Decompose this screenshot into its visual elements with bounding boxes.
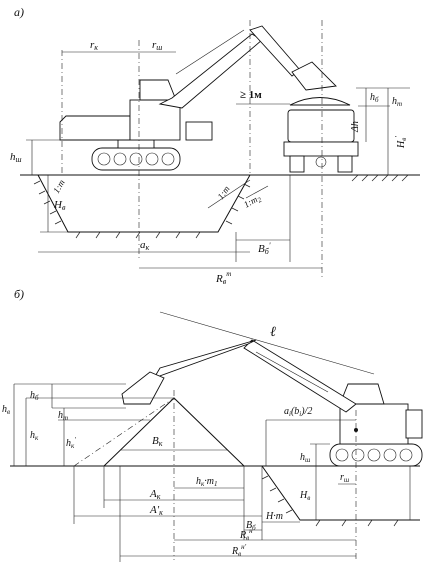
label-hm: H·m <box>265 511 283 522</box>
excavator-a-bucket <box>291 61 337 91</box>
label-slope2: 1:m2 <box>242 192 264 211</box>
label-bb: Bб' <box>258 241 271 256</box>
label-rvn: Rвн <box>239 527 253 542</box>
truck-a-axle <box>315 156 327 168</box>
pit-hatch-b <box>261 475 399 527</box>
label-hv: Hв <box>53 199 66 212</box>
pit-b <box>261 465 420 521</box>
truck-a-body <box>287 109 355 143</box>
excavator-a-counterweight <box>59 115 131 141</box>
excavator-b-counterweight <box>405 409 423 439</box>
excavator-b-boom <box>243 339 357 413</box>
trench-hatch-a <box>33 180 251 239</box>
label-rvn2: Rвн' <box>231 543 247 558</box>
spoil-pile-dashed <box>73 397 175 467</box>
excavator-a-turntable <box>117 139 155 149</box>
panel-a-label: а) <box>14 5 24 19</box>
excavator-b-cab <box>339 383 385 405</box>
label-ht: hт <box>392 96 402 108</box>
slope-right-leader <box>207 179 251 209</box>
label-rv: Rвт <box>215 270 231 286</box>
excavator-a-arm <box>249 25 301 77</box>
label-bb-b: Bб <box>246 520 256 532</box>
excavator-b-track <box>329 443 423 467</box>
label-rsh: rш <box>152 39 162 52</box>
truck-a-wheel-right <box>337 155 353 173</box>
label-hb: hб <box>370 92 379 104</box>
excavator-a-track-links <box>97 152 175 166</box>
label-slope1: 1:m <box>51 177 67 195</box>
panel-b: б) <box>2 287 423 562</box>
label-hk: hк <box>30 430 39 442</box>
label-ht-b: hт <box>58 410 68 422</box>
excavator-b-bucket <box>121 371 165 405</box>
ground-hatch-a <box>351 174 409 182</box>
excavator-b-hydraulic <box>255 351 329 393</box>
trench-a <box>37 174 251 233</box>
label-hb-b: hб <box>30 390 39 402</box>
label-hv-prime: Hв' <box>394 136 408 149</box>
panel-b-label: б) <box>14 287 24 301</box>
truck-a-chassis <box>283 141 359 157</box>
label-slope-right: 1:m <box>215 184 232 202</box>
excavator-a-cab-step <box>185 121 213 141</box>
label-rsh-b: rш <box>340 472 350 484</box>
label-hk-m1: hк·m1 <box>196 476 218 488</box>
slope2-leader <box>245 185 269 199</box>
excavator-a-cab <box>139 79 177 101</box>
label-ai: ai(bi)/2 <box>284 406 312 418</box>
excavator-b-pivot <box>354 428 358 432</box>
label-min-gap: ≥ 1м <box>240 89 262 101</box>
excavator-b-house <box>339 403 409 445</box>
truck-a-wheel-left <box>289 155 305 173</box>
label-boom-l: ℓ <box>270 325 276 340</box>
excavator-a-house <box>129 99 181 141</box>
label-hk-prime: hк' <box>66 436 76 450</box>
label-hpit: Hв <box>299 490 310 502</box>
excavator-a <box>59 25 337 171</box>
label-delta-h: Δh <box>350 121 361 133</box>
panel-a: а) <box>10 5 420 286</box>
label-hsh-b: hш <box>300 452 311 464</box>
excavator-b <box>121 339 423 467</box>
truck-a-load <box>289 97 351 106</box>
excavator-b-track-links <box>335 448 413 462</box>
excavator-b-arm <box>152 339 257 379</box>
label-ak: aк <box>140 239 150 252</box>
label-hsh: hш <box>10 151 22 164</box>
label-ak-b: Aк <box>149 488 161 501</box>
boom-length-dim <box>159 311 375 375</box>
label-hv-b: hв <box>2 404 10 416</box>
label-rk: rк <box>90 39 98 52</box>
excavator-a-track <box>91 147 181 171</box>
label-ak-prime: A'к <box>149 504 163 517</box>
excavator-a-hydraulic <box>175 29 245 75</box>
label-bk: Bк <box>152 435 163 448</box>
truck-a <box>283 97 359 173</box>
